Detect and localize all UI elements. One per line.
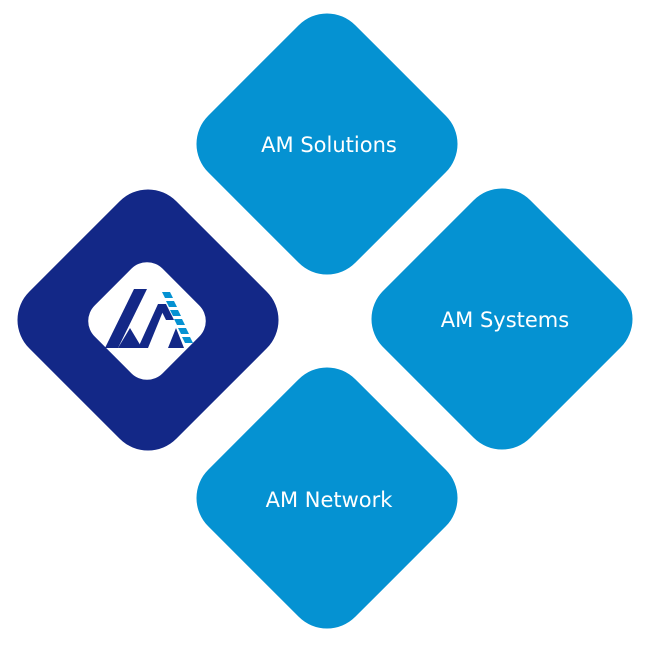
label-am-network: AM Network [265, 488, 393, 512]
label-am-solutions: AM Solutions [261, 133, 397, 157]
logo-stroke-base [118, 328, 142, 348]
logo-stroke-left [105, 289, 147, 348]
logo-stroke-joint [158, 304, 174, 320]
logo-stroke-right [168, 328, 184, 348]
logo-stroke-middle [138, 304, 166, 348]
logo-hatch [162, 292, 193, 343]
label-am-systems: AM Systems [440, 308, 570, 332]
am-logo-icon [105, 289, 193, 348]
